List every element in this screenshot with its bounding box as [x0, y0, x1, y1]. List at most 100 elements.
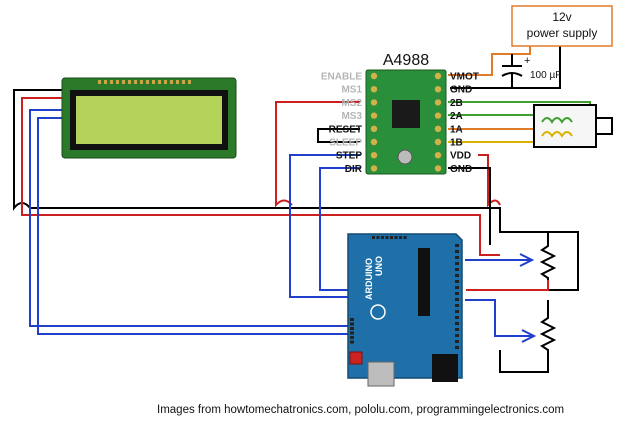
- capacitor-plus: +: [524, 55, 530, 67]
- arduino-mcu: [418, 248, 430, 316]
- arduino-brand: ARDUINO: [364, 258, 374, 300]
- driver-pad-left: [370, 152, 378, 159]
- driver-pad-left: [370, 86, 378, 93]
- driver-pad-right: [434, 86, 442, 93]
- wire-psu-gnd: [450, 38, 561, 89]
- wire-lcd-data2: [37, 117, 356, 335]
- arduino-header-pin: [350, 331, 354, 335]
- arduino-header-pin: [385, 236, 389, 239]
- driver-pad-right: [434, 99, 442, 106]
- potentiometer-2-resistor: [539, 310, 557, 362]
- driver-pad-right: [434, 138, 442, 146]
- arduino-header-pin: [390, 236, 393, 239]
- arduino-header-pin: [455, 334, 459, 337]
- arduino-header-pin: [455, 244, 459, 247]
- wire-reset-sleep: [317, 128, 360, 143]
- image-credit: Images from howtomechatronics.com, polol…: [157, 404, 564, 416]
- driver-pin-label-right: GND: [450, 164, 472, 175]
- driver-pad-right: [434, 125, 442, 132]
- driver-pad-right: [434, 152, 442, 159]
- lcd-header-pin: [128, 80, 131, 84]
- arduino-header-pin: [455, 304, 459, 307]
- arduino-header-pin: [455, 310, 459, 313]
- driver-left-pads: [370, 72, 378, 172]
- driver-pin-label-right: 2B: [450, 98, 463, 109]
- arduino-header-pin: [403, 236, 407, 239]
- driver-pin-label-left: STEP: [336, 151, 362, 162]
- arduino-header-pin: [455, 286, 459, 289]
- wire-dir: [319, 167, 360, 291]
- power-supply-line1: 12v: [552, 10, 571, 24]
- power-supply-line2: power supply: [527, 26, 598, 40]
- arduino-left-header: [350, 318, 354, 344]
- arduino-header-pin: [399, 236, 402, 239]
- arduino-header-pin: [455, 256, 459, 259]
- lcd-header-pin: [134, 80, 137, 84]
- lcd-header-pin: [98, 80, 101, 84]
- arduino-board: [347, 233, 463, 379]
- lcd-header-pin: [188, 80, 191, 84]
- arduino-uno: ARDUINO UNO: [347, 233, 463, 387]
- driver-pin-label-left: MS1: [341, 85, 362, 96]
- capacitor: + 100 µF: [501, 54, 561, 88]
- arduino-usb: [367, 361, 395, 387]
- power-supply: 12v power supply: [511, 5, 613, 47]
- arduino-header-pin: [350, 318, 354, 321]
- arduino-header-pin: [455, 328, 459, 331]
- driver-pad-left: [370, 99, 378, 106]
- wire-step: [289, 154, 360, 298]
- lcd-module: [61, 77, 237, 159]
- wire-gnd-right: [448, 167, 491, 245]
- wire-pot-gnd: [499, 232, 549, 373]
- motor-body: [533, 104, 597, 148]
- wire-psu-vmot: [448, 53, 512, 76]
- arduino-header-pin: [455, 280, 459, 283]
- arduino-logo: [370, 304, 386, 320]
- arduino-model: UNO: [374, 256, 384, 276]
- arduino-header-pin: [455, 268, 459, 271]
- potentiometer-1-resistor: [539, 240, 557, 280]
- driver-pin-label-left: MS3: [341, 111, 362, 122]
- driver-chip: [392, 100, 420, 128]
- arduino-header-pin: [455, 346, 459, 349]
- wire-pot2-wiper: [465, 299, 537, 343]
- arduino-header-pin: [455, 274, 459, 277]
- driver-pin-label-right: VMOT: [450, 72, 479, 83]
- wire-pot1-wiper: [465, 253, 535, 267]
- arduino-header-pin: [455, 322, 459, 325]
- driver-pad-left: [370, 125, 378, 132]
- driver-pad-left: [370, 138, 378, 146]
- motor-coil-b: [541, 131, 573, 138]
- wire-lcd-vcc: [21, 97, 500, 256]
- driver-pin-label-right: VDD: [450, 151, 471, 162]
- arduino-header-pin: [455, 250, 459, 253]
- potentiometer-1: [539, 240, 557, 280]
- wire-pot-vcc: [466, 280, 549, 291]
- lcd-header-pin: [158, 80, 161, 84]
- driver-pad-left: [370, 72, 378, 80]
- arduino-header-pin: [372, 236, 375, 239]
- lcd-header-pin: [176, 80, 179, 84]
- lcd-header-pin: [170, 80, 173, 84]
- driver-pin-label-left: MS2: [341, 98, 362, 109]
- arduino-header-pin: [350, 340, 354, 344]
- motor-shaft: [595, 117, 613, 135]
- arduino-power-jack: [432, 354, 458, 382]
- lcd-header-pin: [182, 80, 185, 84]
- lcd-header-pin: [110, 80, 113, 84]
- motor-coil-a: [541, 117, 573, 124]
- wire-vdd: [478, 154, 501, 208]
- driver-pin-label-right: 2A: [450, 111, 463, 122]
- driver-pin-label-left: SLEEP: [329, 138, 362, 149]
- driver-pad-left: [370, 165, 378, 172]
- arduino-header-pin: [381, 236, 384, 239]
- arduino-right-header: [455, 244, 459, 349]
- arduino-reset-button: [349, 351, 363, 365]
- driver-pad-right: [434, 165, 442, 172]
- driver-title: A4988: [383, 52, 429, 69]
- arduino-header-pin: [376, 236, 380, 239]
